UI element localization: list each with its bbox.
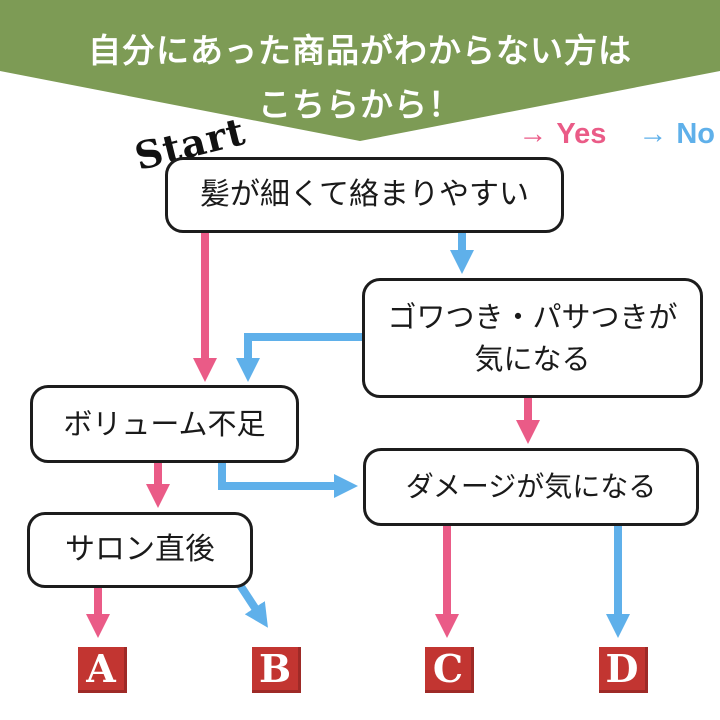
node-lack-of-volume: ボリューム不足 xyxy=(30,385,299,463)
yes-arrow-icon: → xyxy=(518,117,548,150)
node-q3-label: ボリューム不足 xyxy=(63,406,266,441)
node-thin-tangly-hair: 髪が細くて絡まりやすい xyxy=(165,157,564,233)
legend-yes-label: Yes xyxy=(556,117,607,150)
banner-title-line1: 自分にあった商品がわからない方は xyxy=(88,31,632,70)
banner-title-line2: こちらから！ xyxy=(258,85,462,124)
edge-q2-no-to-q3 xyxy=(236,333,362,382)
no-arrow-icon: → xyxy=(638,117,668,150)
node-right-after-salon: サロン直後 xyxy=(27,512,253,588)
result-box-a[interactable]: A xyxy=(78,647,127,693)
result-box-d[interactable]: D xyxy=(599,647,648,693)
result-box-c[interactable]: C xyxy=(425,647,474,693)
node-q2-label-line1: ゴワつき・パサつきが xyxy=(387,299,678,334)
legend-no-label: No xyxy=(676,117,715,150)
node-q2-label-line2: 気になる xyxy=(474,342,591,376)
node-q4-label: ダメージが気になる xyxy=(405,469,657,503)
node-damage-concern: ダメージが気になる xyxy=(363,448,699,526)
node-q5-label: サロン直後 xyxy=(65,532,215,568)
node-q1-label: 髪が細くて絡まりやすい xyxy=(199,177,530,213)
node-stiff-dry-hair: ゴワつき・パサつきが 気になる xyxy=(362,278,703,398)
legend: → Yes → No xyxy=(505,116,715,152)
result-box-b[interactable]: B xyxy=(252,647,301,693)
